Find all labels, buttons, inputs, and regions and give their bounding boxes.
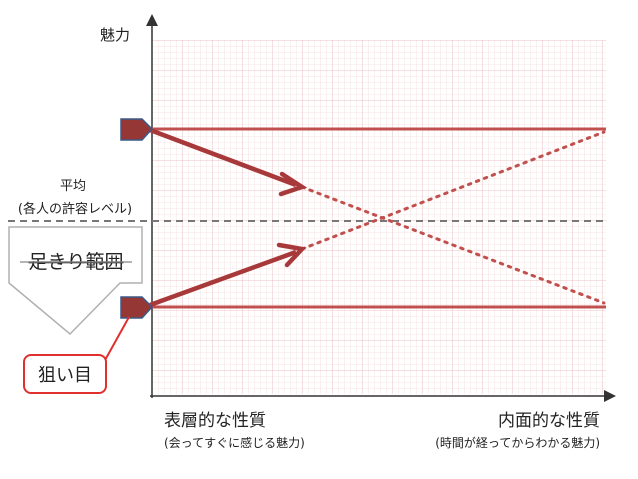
y-axis-label: 魅力 [100,26,130,44]
target-label: 狙い目 [38,365,92,386]
cutoff-range-callout [8,226,143,336]
x-axis-arrowhead [604,390,616,402]
target-callout-box [23,354,107,394]
declining-arrow-shaft [149,127,297,188]
declining-dotted-line [300,185,606,305]
target-pointer-line [103,316,130,363]
average-label: 平均 [60,179,86,194]
low-start-marker [120,296,154,319]
x-axis-left-sublabel: (会ってすぐに感じる魅力) [164,435,305,450]
y-axis-arrowhead [146,14,158,26]
high-start-marker [120,118,154,141]
rising-dotted-line [300,130,606,251]
plot-grid-major [152,40,606,394]
x-axis-right-label: 内面的な性質 [498,411,600,431]
rising-arrowhead [276,242,307,268]
declining-arrowhead [278,171,308,197]
x-axis-right-sublabel: (時間が経ってからわかる魅力) [435,435,600,450]
x-axis-left-label: 表層的な性質 [164,411,266,431]
rising-arrow-shaft [149,249,297,308]
average-sublabel: (各人の許容レベル) [18,201,132,217]
